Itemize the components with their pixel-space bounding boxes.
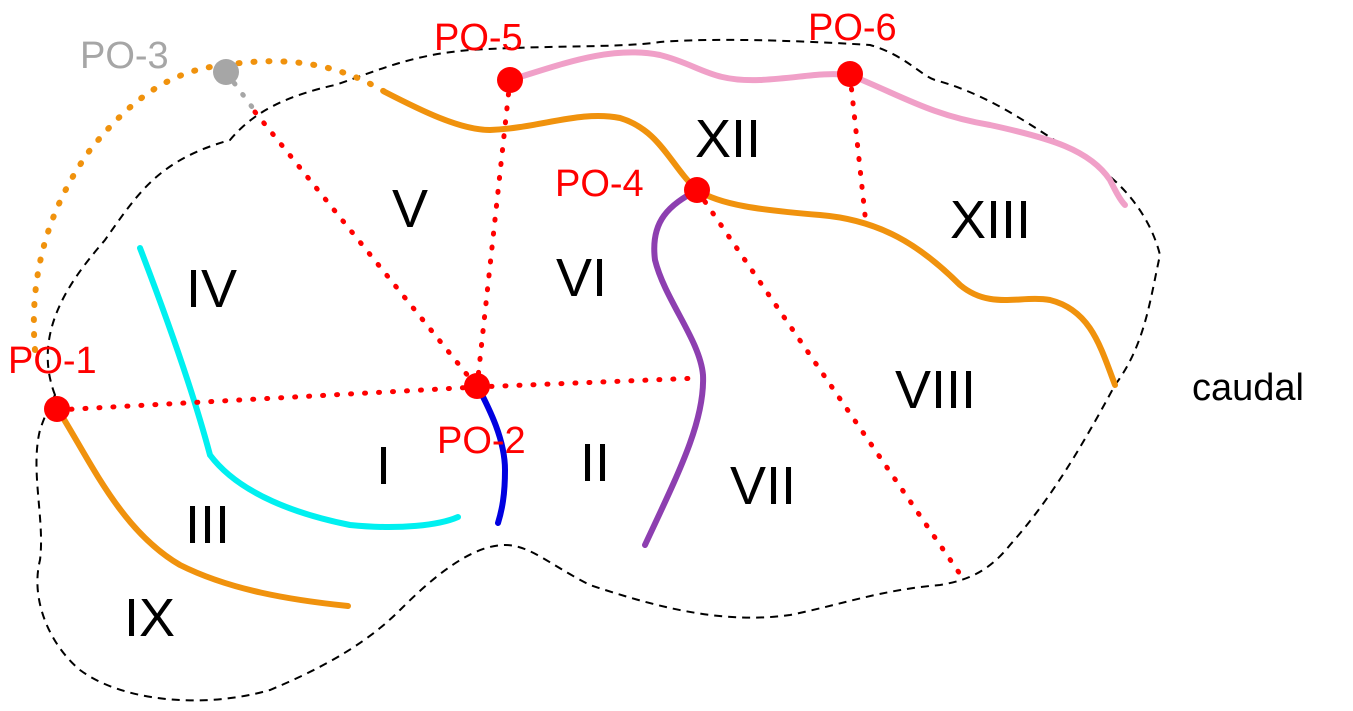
region-xii: XII (695, 109, 761, 169)
dotted-po6-down (847, 72, 868, 218)
region-i: I (376, 436, 391, 496)
region-v: V (392, 179, 428, 239)
caudal-label: caudal (1192, 367, 1304, 409)
label-po4: PO-4 (555, 163, 644, 205)
point-po1 (44, 396, 70, 422)
dotted-po4-bottom (694, 187, 965, 580)
dotted-po5-po2 (474, 77, 513, 390)
region-viii: VIII (895, 360, 976, 420)
label-po6: PO-6 (808, 7, 897, 49)
point-po3 (213, 59, 239, 85)
dotted-po3-po2 (252, 109, 480, 390)
point-po5 (497, 67, 523, 93)
orange-upper-line (382, 89, 1118, 388)
grey-dotted-stub (223, 69, 261, 118)
region-vii: VII (730, 456, 796, 516)
region-ii: II (580, 433, 610, 493)
label-po1: PO-1 (8, 340, 97, 382)
region-vi: VI (556, 248, 607, 308)
red-dotted-lines (54, 72, 965, 580)
dotted-po2-purple (474, 375, 703, 390)
orange-lower-line (54, 405, 351, 609)
purple-line (642, 187, 707, 548)
label-po3: PO-3 (80, 35, 169, 77)
dotted-po1-po2 (54, 384, 480, 413)
label-po5: PO-5 (434, 17, 523, 59)
region-ix: IX (124, 588, 175, 648)
orange-dotted-arc (30, 58, 388, 353)
region-iv: IV (186, 259, 237, 319)
label-po2: PO-2 (437, 420, 526, 462)
cyan-line (137, 245, 461, 531)
blue-line (474, 382, 509, 526)
region-iii: III (185, 495, 230, 555)
region-xiii: XIII (950, 190, 1031, 250)
outline-dashed (35, 38, 1162, 702)
point-po6 (837, 61, 863, 87)
point-po4 (684, 177, 710, 203)
point-po2 (464, 373, 490, 399)
